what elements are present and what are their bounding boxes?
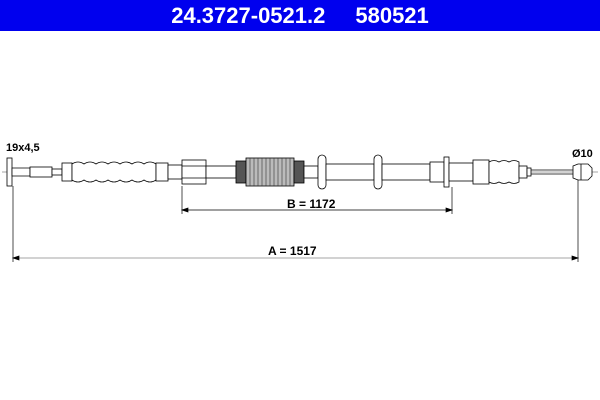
title-bar: 24.3727-0521.2 580521 — [0, 0, 600, 31]
reference-number: 580521 — [355, 2, 429, 28]
left-end-dimension-label: 19x4,5 — [6, 142, 40, 154]
right-end-diameter-label: Ø10 — [572, 148, 593, 160]
dimension-a-label: A = 1517 — [268, 244, 317, 258]
dimension-b-label: B = 1172 — [287, 197, 336, 211]
part-number: 24.3727-0521.2 — [171, 2, 326, 28]
